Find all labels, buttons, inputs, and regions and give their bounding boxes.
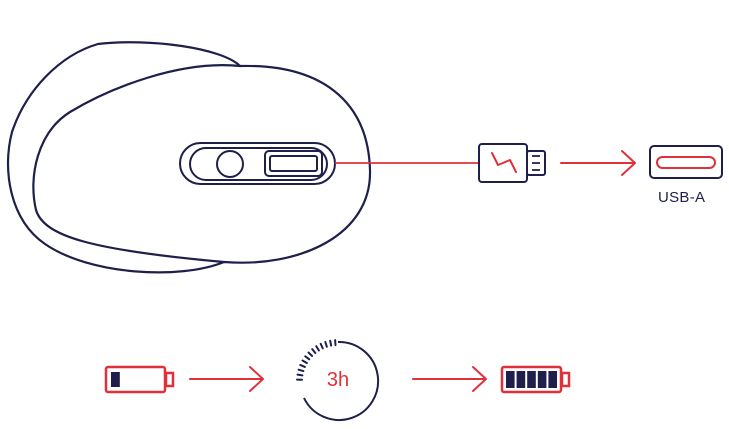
port-inner-slot	[189, 147, 328, 181]
usb-plug-icon	[478, 143, 546, 183]
timer-tick	[307, 351, 314, 357]
usb-a-port-icon	[649, 145, 723, 179]
battery-cell	[548, 371, 557, 388]
port-frame	[649, 145, 723, 179]
battery-cell	[506, 371, 515, 388]
arrow-right-icon	[560, 150, 636, 176]
timer-tick	[299, 363, 306, 368]
plug-connector	[526, 150, 546, 176]
usb-receptacle-inner	[269, 155, 318, 172]
battery-cell	[516, 371, 526, 388]
battery-low-cap	[164, 371, 175, 388]
battery-cell	[527, 371, 536, 388]
timer-icon	[296, 339, 380, 421]
battery-full-cap	[560, 371, 571, 388]
timer-tick	[315, 345, 320, 352]
timer-tick	[301, 359, 308, 364]
usb-a-label: USB-A	[658, 189, 706, 206]
battery-cell	[537, 371, 547, 388]
charging-port-icon	[179, 142, 336, 185]
timer-tick	[304, 355, 311, 361]
power-button	[216, 150, 244, 178]
arrow-right-icon	[189, 366, 264, 392]
timer-tick	[329, 339, 333, 347]
timer-tick	[297, 368, 305, 373]
charge-time-label: 3h	[326, 369, 350, 391]
mouse-icon	[6, 41, 372, 274]
timer-ticks	[296, 339, 337, 381]
port-tongue	[656, 156, 716, 169]
battery-low-level	[111, 372, 120, 387]
battery-low-icon	[104, 365, 175, 394]
battery-full-cells	[506, 371, 557, 388]
timer-tick	[296, 373, 304, 377]
timer-arc	[303, 340, 380, 421]
usb-receptacle-outer	[264, 150, 323, 177]
lightning-icon	[491, 152, 517, 173]
timer-tick	[319, 342, 324, 350]
timer-tick	[311, 348, 317, 355]
connector-pins	[532, 155, 540, 171]
mouse-outer-shell	[6, 41, 372, 274]
timer-tick	[324, 341, 328, 348]
mouse-side-grip	[32, 64, 242, 264]
arrow-right-icon	[412, 366, 487, 392]
battery-full-icon	[500, 365, 571, 394]
